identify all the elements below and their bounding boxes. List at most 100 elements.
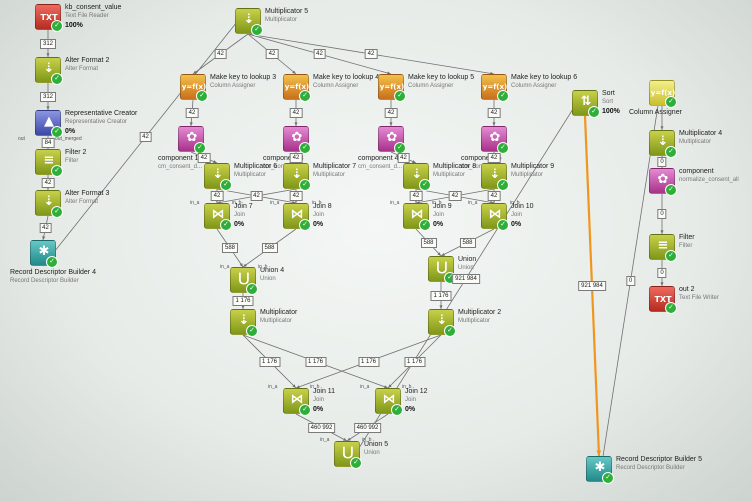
component-glyph-icon: ✱: [594, 460, 606, 475]
component-icon[interactable]: ✿✓: [178, 126, 206, 154]
component-icon[interactable]: ⇣✓: [649, 130, 677, 158]
component-icon[interactable]: ⇣✓: [235, 8, 263, 36]
component-icon[interactable]: ≡✓: [35, 149, 63, 177]
component-icon[interactable]: ⋈✓: [481, 203, 509, 231]
component-icon[interactable]: ⋈✓: [204, 203, 232, 231]
node-type: Join: [313, 397, 325, 403]
record-count-label: 84: [41, 137, 55, 148]
component-icon[interactable]: ⋈✓: [403, 203, 431, 231]
component-icon[interactable]: y=f(x)✓: [378, 74, 406, 102]
component-icon[interactable]: ⋈✓: [283, 388, 311, 416]
status-ok-icon: ✓: [51, 20, 63, 32]
component-icon[interactable]: ⇣✓: [230, 309, 258, 337]
component-icon[interactable]: ▲✓: [35, 110, 63, 138]
port-label: in_a: [320, 437, 330, 443]
node-type: Column Assigner: [511, 83, 557, 89]
status-ok-icon: ✓: [299, 142, 311, 154]
node-type: Filter: [679, 243, 693, 249]
component-icon[interactable]: ✿✓: [649, 168, 677, 196]
component-icon[interactable]: ✿✓: [283, 126, 311, 154]
component-icon[interactable]: y=f(x)✓: [283, 74, 311, 102]
component-icon[interactable]: ⇣✓: [35, 57, 63, 85]
component-icon[interactable]: ⇣✓: [403, 163, 431, 191]
component-icon[interactable]: ✿✓: [481, 126, 509, 154]
component-icon[interactable]: TXT✓: [649, 286, 677, 314]
component-icon[interactable]: TXT✓: [35, 4, 63, 32]
component-icon[interactable]: y=f(x)✓: [180, 74, 208, 102]
connection-arrowhead: [387, 71, 391, 75]
component-icon[interactable]: ⇣✓: [283, 163, 311, 191]
component-icon[interactable]: y=f(x)✓: [649, 80, 677, 108]
record-count-label: 42: [139, 132, 152, 142]
component-icon[interactable]: ⇅✓: [572, 90, 600, 118]
connection-arrowhead: [596, 450, 602, 456]
component-icon[interactable]: ⋈✓: [283, 203, 311, 231]
component-icon[interactable]: ≡✓: [649, 234, 677, 262]
node-ca[interactable]: y=f(x)✓Column Assigner: [629, 80, 682, 116]
node-c5[interactable]: ✿✓component 5cm_consent_d...: [461, 126, 509, 170]
component-icon[interactable]: ⋈✓: [375, 388, 403, 416]
component-icon[interactable]: ✿✓: [378, 126, 406, 154]
status-ok-icon: ✓: [497, 219, 509, 231]
component-icon[interactable]: ⋃✓: [334, 441, 362, 469]
status-ok-icon: ✓: [46, 256, 58, 268]
component-icon[interactable]: ⇣✓: [204, 163, 232, 191]
component-icon[interactable]: ✱✓: [30, 240, 58, 268]
component-icon[interactable]: ⋃✓: [428, 256, 456, 284]
component-icon[interactable]: ✱✓: [586, 456, 614, 484]
connection-arrowhead: [492, 122, 496, 126]
record-count-label: 312: [39, 91, 57, 102]
node-type: normalize_consent_all: [679, 177, 739, 183]
component-icon[interactable]: ⋃✓: [230, 267, 258, 295]
component-icon[interactable]: ⇣✓: [428, 309, 456, 337]
component-icon[interactable]: y=f(x)✓: [481, 74, 509, 102]
node-c3[interactable]: ✿✓component 3cm_consent_d...: [263, 126, 311, 170]
component-icon[interactable]: ⇣✓: [481, 163, 509, 191]
node-name: Join 9: [433, 203, 452, 210]
component-icon[interactable]: ⇣✓: [35, 190, 63, 218]
node-type: Text File Writer: [679, 295, 719, 301]
node-name: Filter: [679, 234, 695, 241]
record-count-label: 588: [221, 243, 239, 253]
node-type: Join: [234, 212, 246, 218]
